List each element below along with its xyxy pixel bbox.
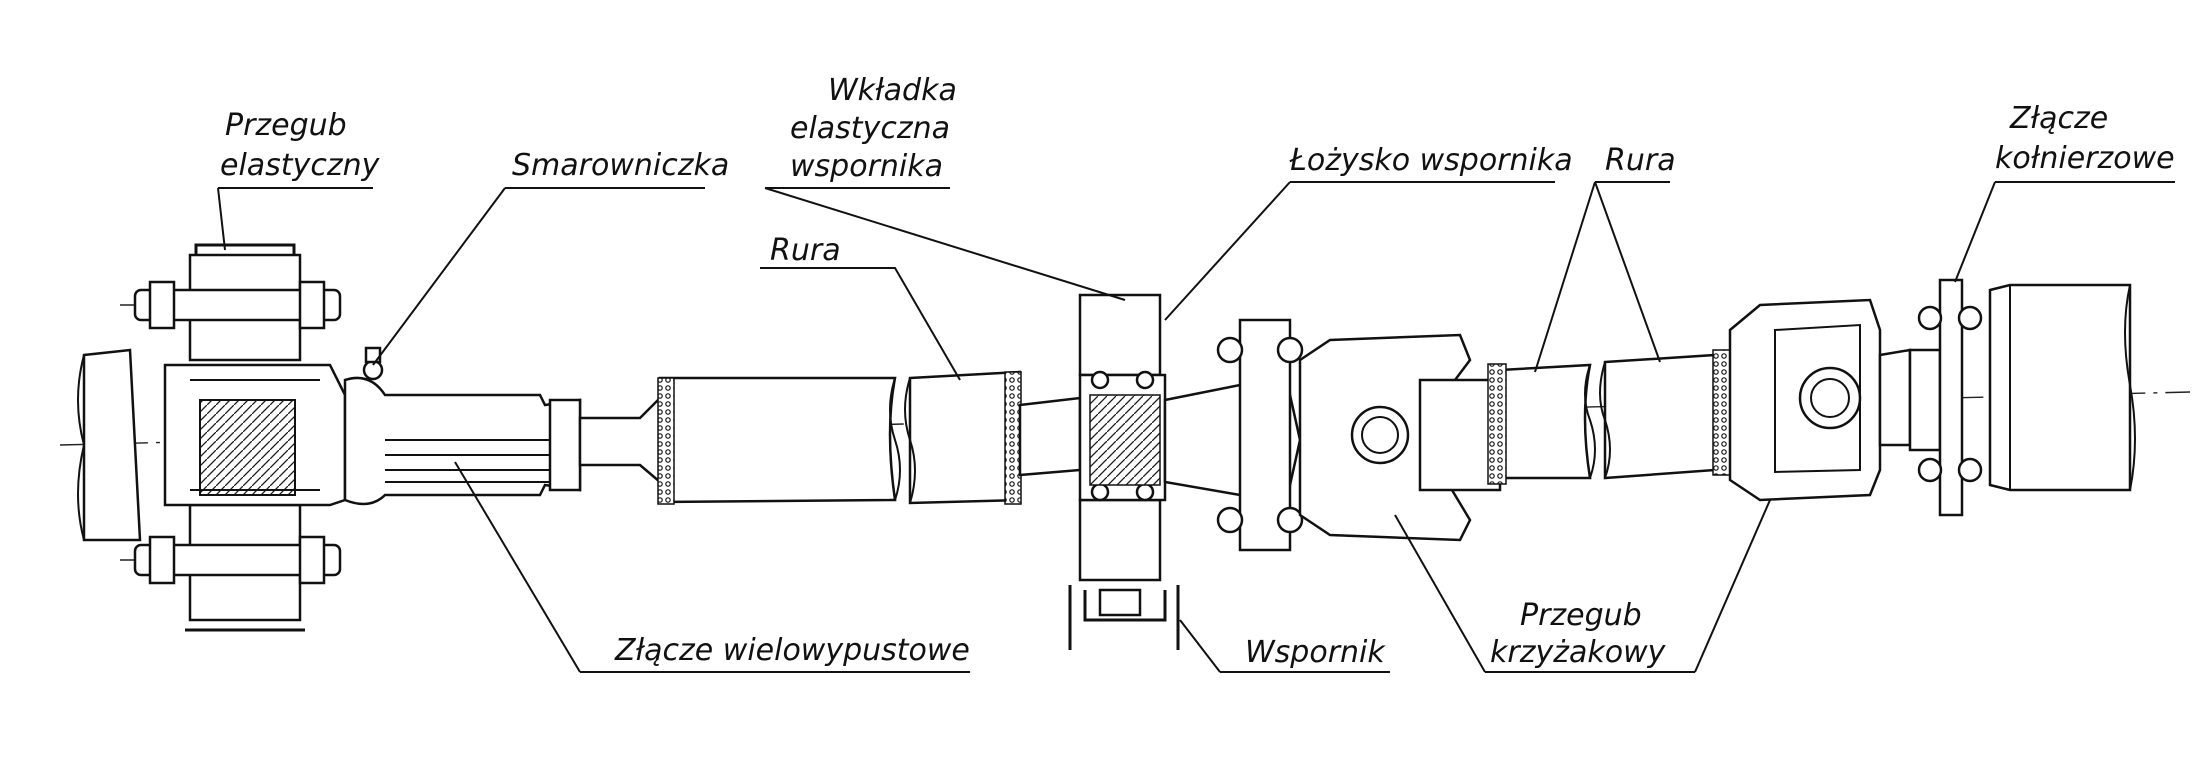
label-zlacze-kolnierzowe-line1: Złącze — [2009, 101, 2108, 136]
label-wkladka-line1: Wkładka — [828, 73, 957, 108]
label-rura-right: Rura — [1605, 143, 1676, 178]
center-bearing-support — [1068, 293, 1304, 650]
labels: Przegub elastyczny Smarowniczka Wkładka … — [220, 73, 2175, 670]
label-wkladka-line2: elastyczna — [790, 111, 950, 146]
label-przegub-krzyzakowy-line2: krzyżakowy — [1490, 635, 1667, 670]
label-rura-left: Rura — [770, 233, 841, 268]
spline-joint — [343, 346, 662, 506]
label-zlacze-kolnierzowe-line2: kołnierzowe — [1995, 141, 2175, 176]
label-przegub-krzyzakowy-line1: Przegub — [1520, 598, 1642, 633]
label-zlacze-wielowypustowe: Złącze wielowypustowe — [614, 633, 970, 668]
label-przegub-elastyczny-line1: Przegub — [225, 108, 347, 143]
cross-joint-1 — [1298, 333, 1502, 542]
tube-left — [657, 370, 1082, 505]
label-smarowniczka: Smarowniczka — [512, 148, 729, 183]
flange-coupling — [1908, 278, 2136, 517]
label-przegub-elastyczny-line2: elastyczny — [220, 148, 381, 183]
leader-lines — [217, 181, 2175, 673]
tube-right — [1487, 349, 1732, 485]
label-wkladka-line3: wspornika — [790, 149, 943, 184]
label-wspornik: Wspornik — [1245, 635, 1386, 670]
cross-joint-2 — [1728, 298, 1912, 502]
elastic-coupling — [77, 243, 347, 632]
label-lozysko-wspornika: Łożysko wspornika — [1289, 143, 1573, 178]
